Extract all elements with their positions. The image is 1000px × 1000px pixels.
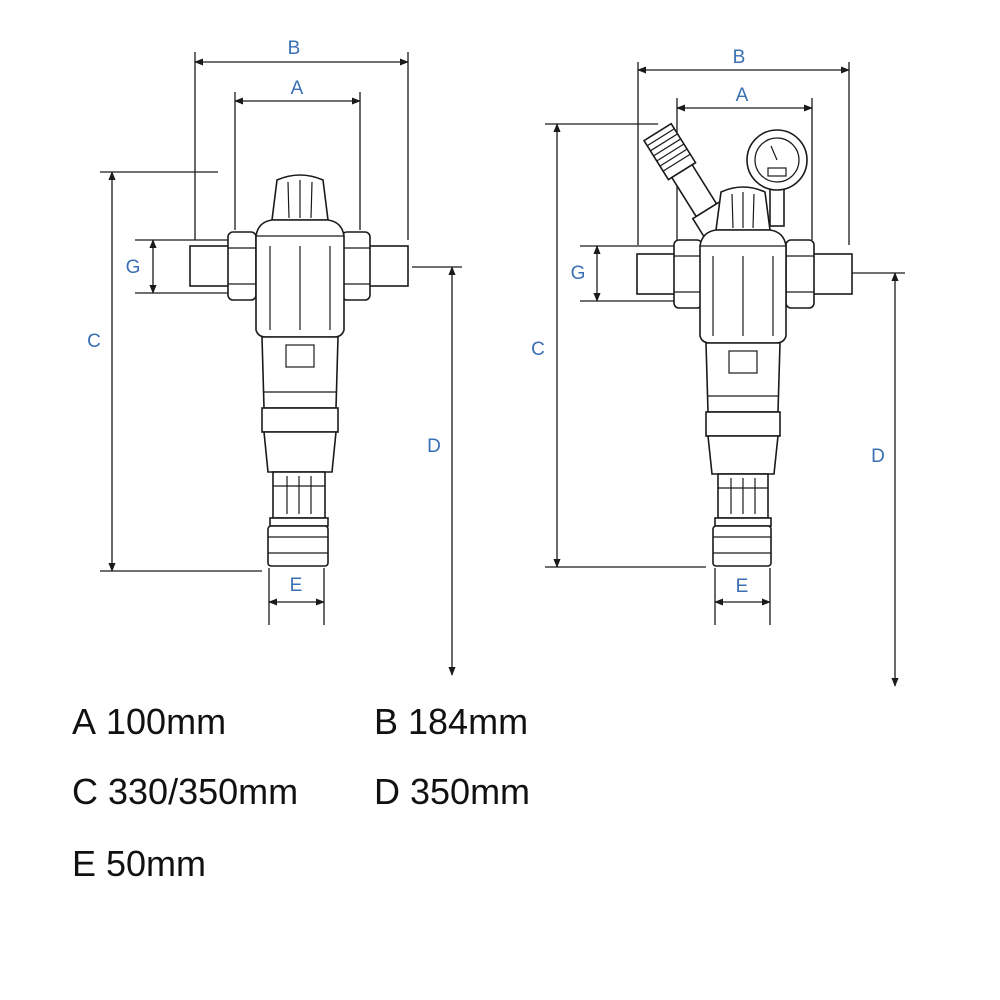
dim-label-d: D: [427, 436, 441, 457]
inlet-nut: [673, 239, 703, 309]
filter-band: [705, 411, 781, 437]
filter-body: [636, 122, 853, 567]
legend-letter: B: [374, 701, 399, 742]
legend-letter: D: [374, 771, 400, 812]
drain-ring: [714, 517, 772, 527]
pressure-gauge-dial: [754, 137, 800, 183]
filter-body: [189, 174, 409, 567]
filter-drawing-with-gauge: B A G C D E: [531, 47, 905, 687]
outlet-pipe: [809, 253, 853, 295]
inlet-pipe: [189, 245, 233, 287]
dim-label-c: C: [87, 331, 101, 352]
filter-bowl: [261, 336, 339, 409]
dim-label-d: D: [871, 446, 885, 467]
dimension-lines: [553, 66, 899, 687]
legend-value: 330/350mm: [108, 771, 299, 812]
dim-label-g: G: [571, 263, 586, 284]
outlet-nut: [341, 231, 371, 301]
drain-outlet: [712, 525, 772, 567]
dim-label-g: G: [126, 257, 141, 278]
filter-drawing-basic: B A G C D E: [87, 38, 462, 676]
dim-label-c: C: [531, 339, 545, 360]
dim-label-a: A: [736, 85, 749, 106]
filter-cup: [263, 431, 337, 473]
outlet-pipe: [365, 245, 409, 287]
dim-label-e: E: [290, 575, 303, 596]
legend-value: 350mm: [410, 771, 531, 812]
pressure-reducer: [642, 122, 733, 239]
outlet-nut: [785, 239, 815, 309]
legend-letter: E: [72, 843, 97, 884]
dimension-lines: [108, 58, 456, 676]
dim-label-a: A: [291, 78, 304, 99]
inlet-pipe: [636, 253, 680, 295]
legend-letter: C: [72, 771, 98, 812]
drain-outlet: [267, 525, 329, 567]
legend-letter: A: [72, 701, 97, 742]
filter-cup: [707, 435, 779, 475]
filter-bowl: [705, 342, 781, 413]
legend-value: 100mm: [106, 701, 227, 742]
dim-label-b: B: [733, 47, 746, 68]
legend-value: 50mm: [106, 843, 207, 884]
technical-drawing: B A G C D E: [87, 38, 905, 687]
gauge-stem: [769, 187, 785, 227]
drain-ring: [269, 517, 329, 527]
filter-band: [261, 407, 339, 433]
dim-label-e: E: [736, 576, 749, 597]
legend-value: 184mm: [408, 701, 529, 742]
inlet-nut: [227, 231, 257, 301]
dim-label-b: B: [288, 38, 301, 59]
